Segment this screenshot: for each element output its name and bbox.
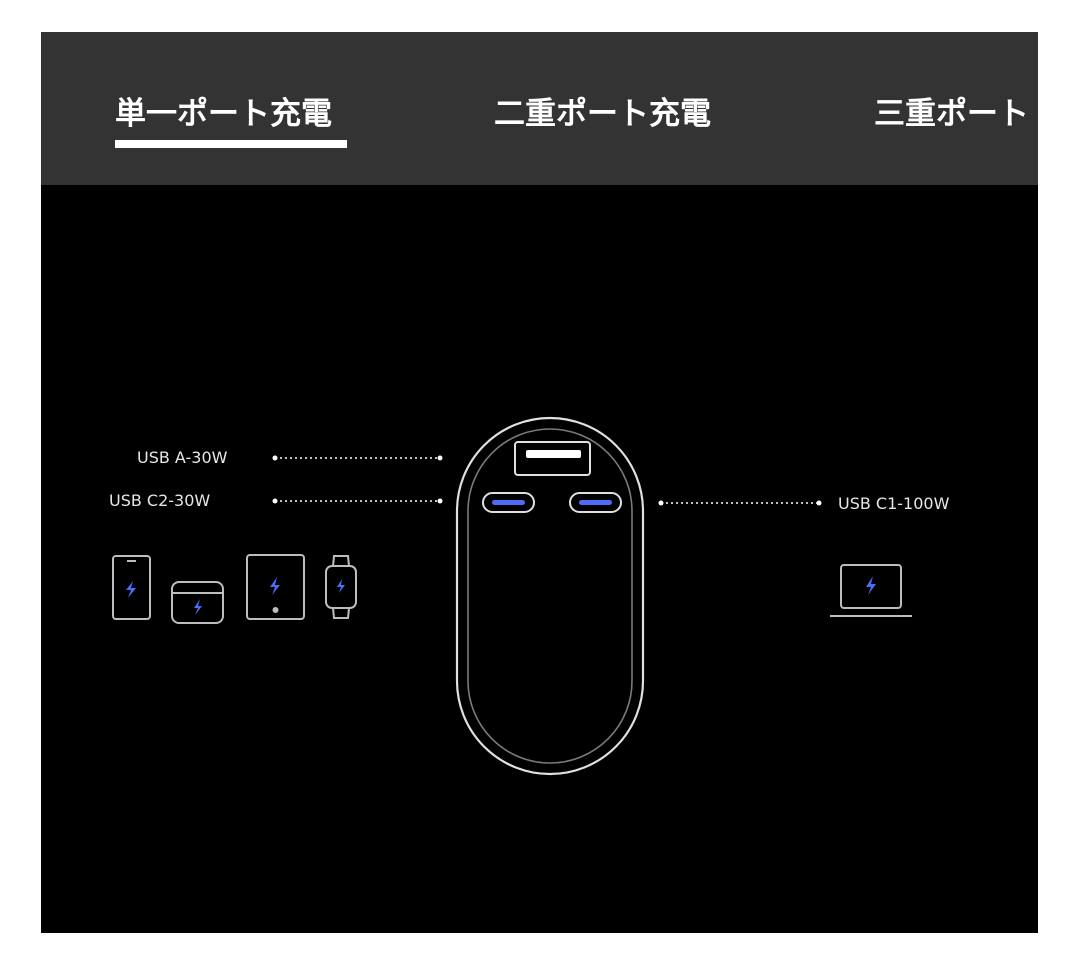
active-tab-indicator [115, 140, 347, 148]
usb-c2-label: USB C2-30W [109, 491, 211, 510]
charger-icon [455, 416, 645, 776]
earbuds-case-icon [171, 581, 224, 624]
charger-diagram: USB A-30W USB C2-30W USB C1-100W [41, 185, 1038, 933]
tab-single-port[interactable]: 単一ポート充電 [115, 96, 332, 132]
tab-bar: 単一ポート充電 二重ポート充電 三重ポート [41, 32, 1038, 185]
leader-lines [272, 455, 822, 506]
phone-icon [112, 555, 151, 620]
tab-dual-port[interactable]: 二重ポート充電 [494, 96, 711, 132]
tablet-icon [246, 554, 305, 620]
usb-a-label: USB A-30W [137, 448, 228, 467]
laptop-icon [830, 564, 912, 617]
charging-modes-panel: 単一ポート充電 二重ポート充電 三重ポート USB A-30W USB C2-3… [41, 32, 1038, 933]
usb-c1-label: USB C1-100W [838, 494, 950, 513]
tab-triple-port[interactable]: 三重ポート [874, 96, 1029, 132]
watch-icon [325, 555, 357, 619]
